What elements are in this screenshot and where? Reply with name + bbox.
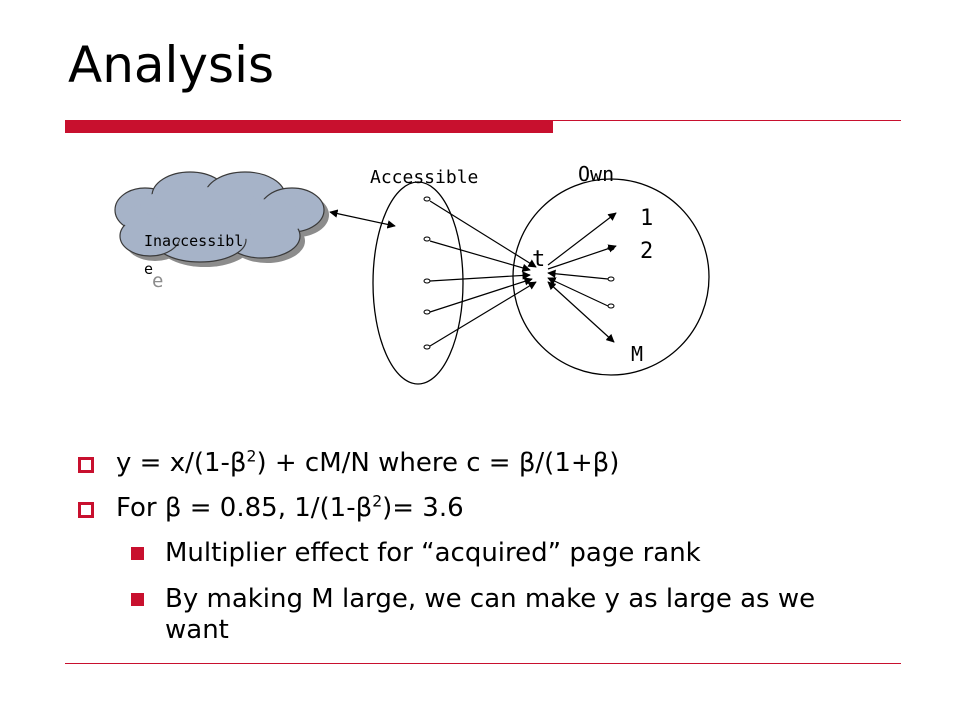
- edge-own-t: [547, 269, 609, 280]
- own-node-m-label: M: [631, 342, 643, 366]
- title-underline-line: [553, 120, 901, 121]
- target-node-label: t: [532, 247, 545, 272]
- edge-accessible-t: [429, 277, 533, 313]
- accessible-node: [423, 236, 431, 242]
- edge-t-own: [547, 212, 617, 266]
- edge-own-t: [547, 277, 609, 307]
- accessible-label: Accessible: [370, 167, 478, 188]
- accessible-set: [372, 181, 464, 385]
- sub-bullet-2: By making M large, we can make y as larg…: [131, 584, 885, 646]
- cloud-label-line2: e: [144, 260, 153, 278]
- own-node-2-label: 2: [640, 239, 653, 264]
- own-set: [512, 178, 710, 376]
- formula-bullet-1: y = x/(1-β2) + cM/N where c = β/(1+β): [76, 448, 936, 479]
- own-node: [607, 276, 615, 282]
- formula-bullet-2: For β = 0.85, 1/(1-β2)= 3.6: [76, 493, 936, 524]
- link-diagram: Inaccessibl e e Accessible Own 1 2 M t: [114, 162, 710, 385]
- own-node: [607, 303, 615, 309]
- edge-accessible-t: [429, 271, 531, 282]
- edge-cloud-accessible: [329, 209, 396, 229]
- edge-t-own: [547, 244, 617, 270]
- edge-accessible-t: [429, 240, 531, 272]
- edge-t-own-m: [547, 281, 615, 343]
- slide-title: Analysis: [68, 36, 275, 94]
- accessible-node: [423, 278, 431, 284]
- own-label: Own: [578, 162, 614, 186]
- edge-accessible-t: [429, 200, 537, 268]
- own-node-1-label: 1: [640, 206, 653, 231]
- inaccessible-cloud: [114, 171, 329, 267]
- sub-bullet-1: Multiplier effect for “acquired” page ra…: [131, 538, 885, 569]
- footer-rule: [65, 663, 901, 664]
- cloud-label-line1: Inaccessibl: [144, 232, 243, 250]
- edge-accessible-t: [429, 281, 537, 347]
- accessible-node: [423, 309, 431, 315]
- title-underline-bar: [65, 120, 553, 133]
- accessible-node: [423, 196, 431, 202]
- accessible-node: [423, 344, 431, 350]
- cloud-label-echo: e: [152, 270, 163, 292]
- bullet-list: y = x/(1-β2) + cM/N where c = β/(1+β) Fo…: [76, 448, 936, 660]
